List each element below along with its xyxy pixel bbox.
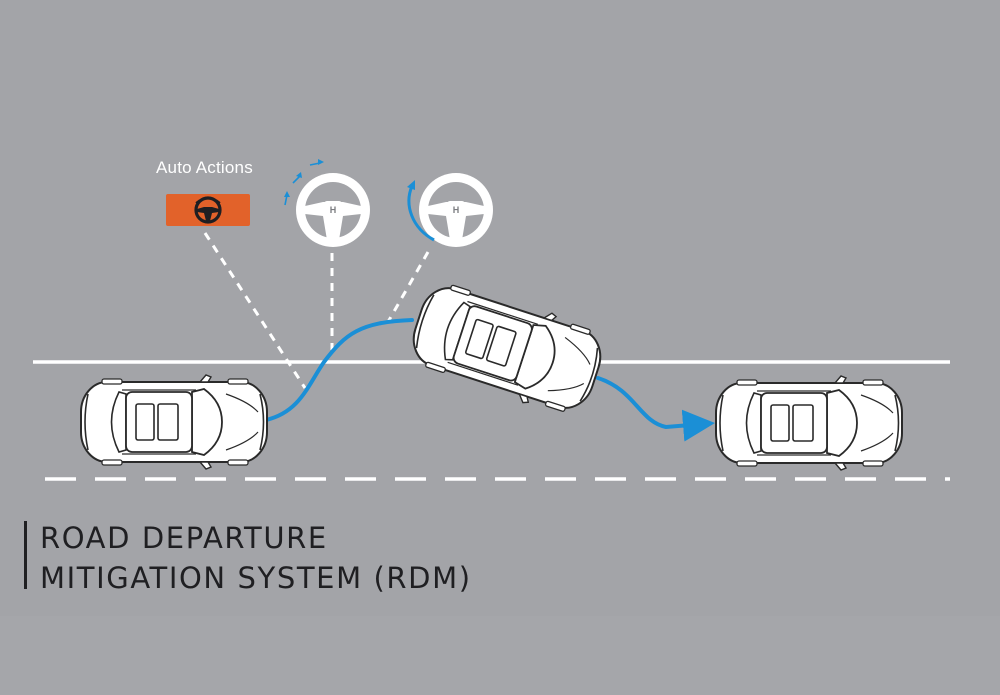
car-icon [715, 375, 903, 471]
steering-wheel-indicator-icon [166, 194, 250, 226]
page-title: ROAD DEPARTURE MITIGATION SYSTEM (RDM) [40, 518, 472, 598]
title-accent-bar [24, 521, 27, 589]
footer-band [0, 616, 1000, 695]
steering-wheel-icon [296, 173, 370, 247]
counter-turn-arrow [407, 185, 435, 242]
auto-actions-label: Auto Actions [156, 158, 253, 177]
title-line-2: MITIGATION SYSTEM (RDM) [40, 561, 472, 595]
vehicle-return-path [596, 376, 715, 442]
title-line-1: ROAD DEPARTURE [40, 521, 328, 555]
car-icon [403, 273, 611, 423]
connector-lines [203, 232, 430, 389]
car-icon [80, 374, 268, 470]
vehicle-path [264, 318, 414, 422]
